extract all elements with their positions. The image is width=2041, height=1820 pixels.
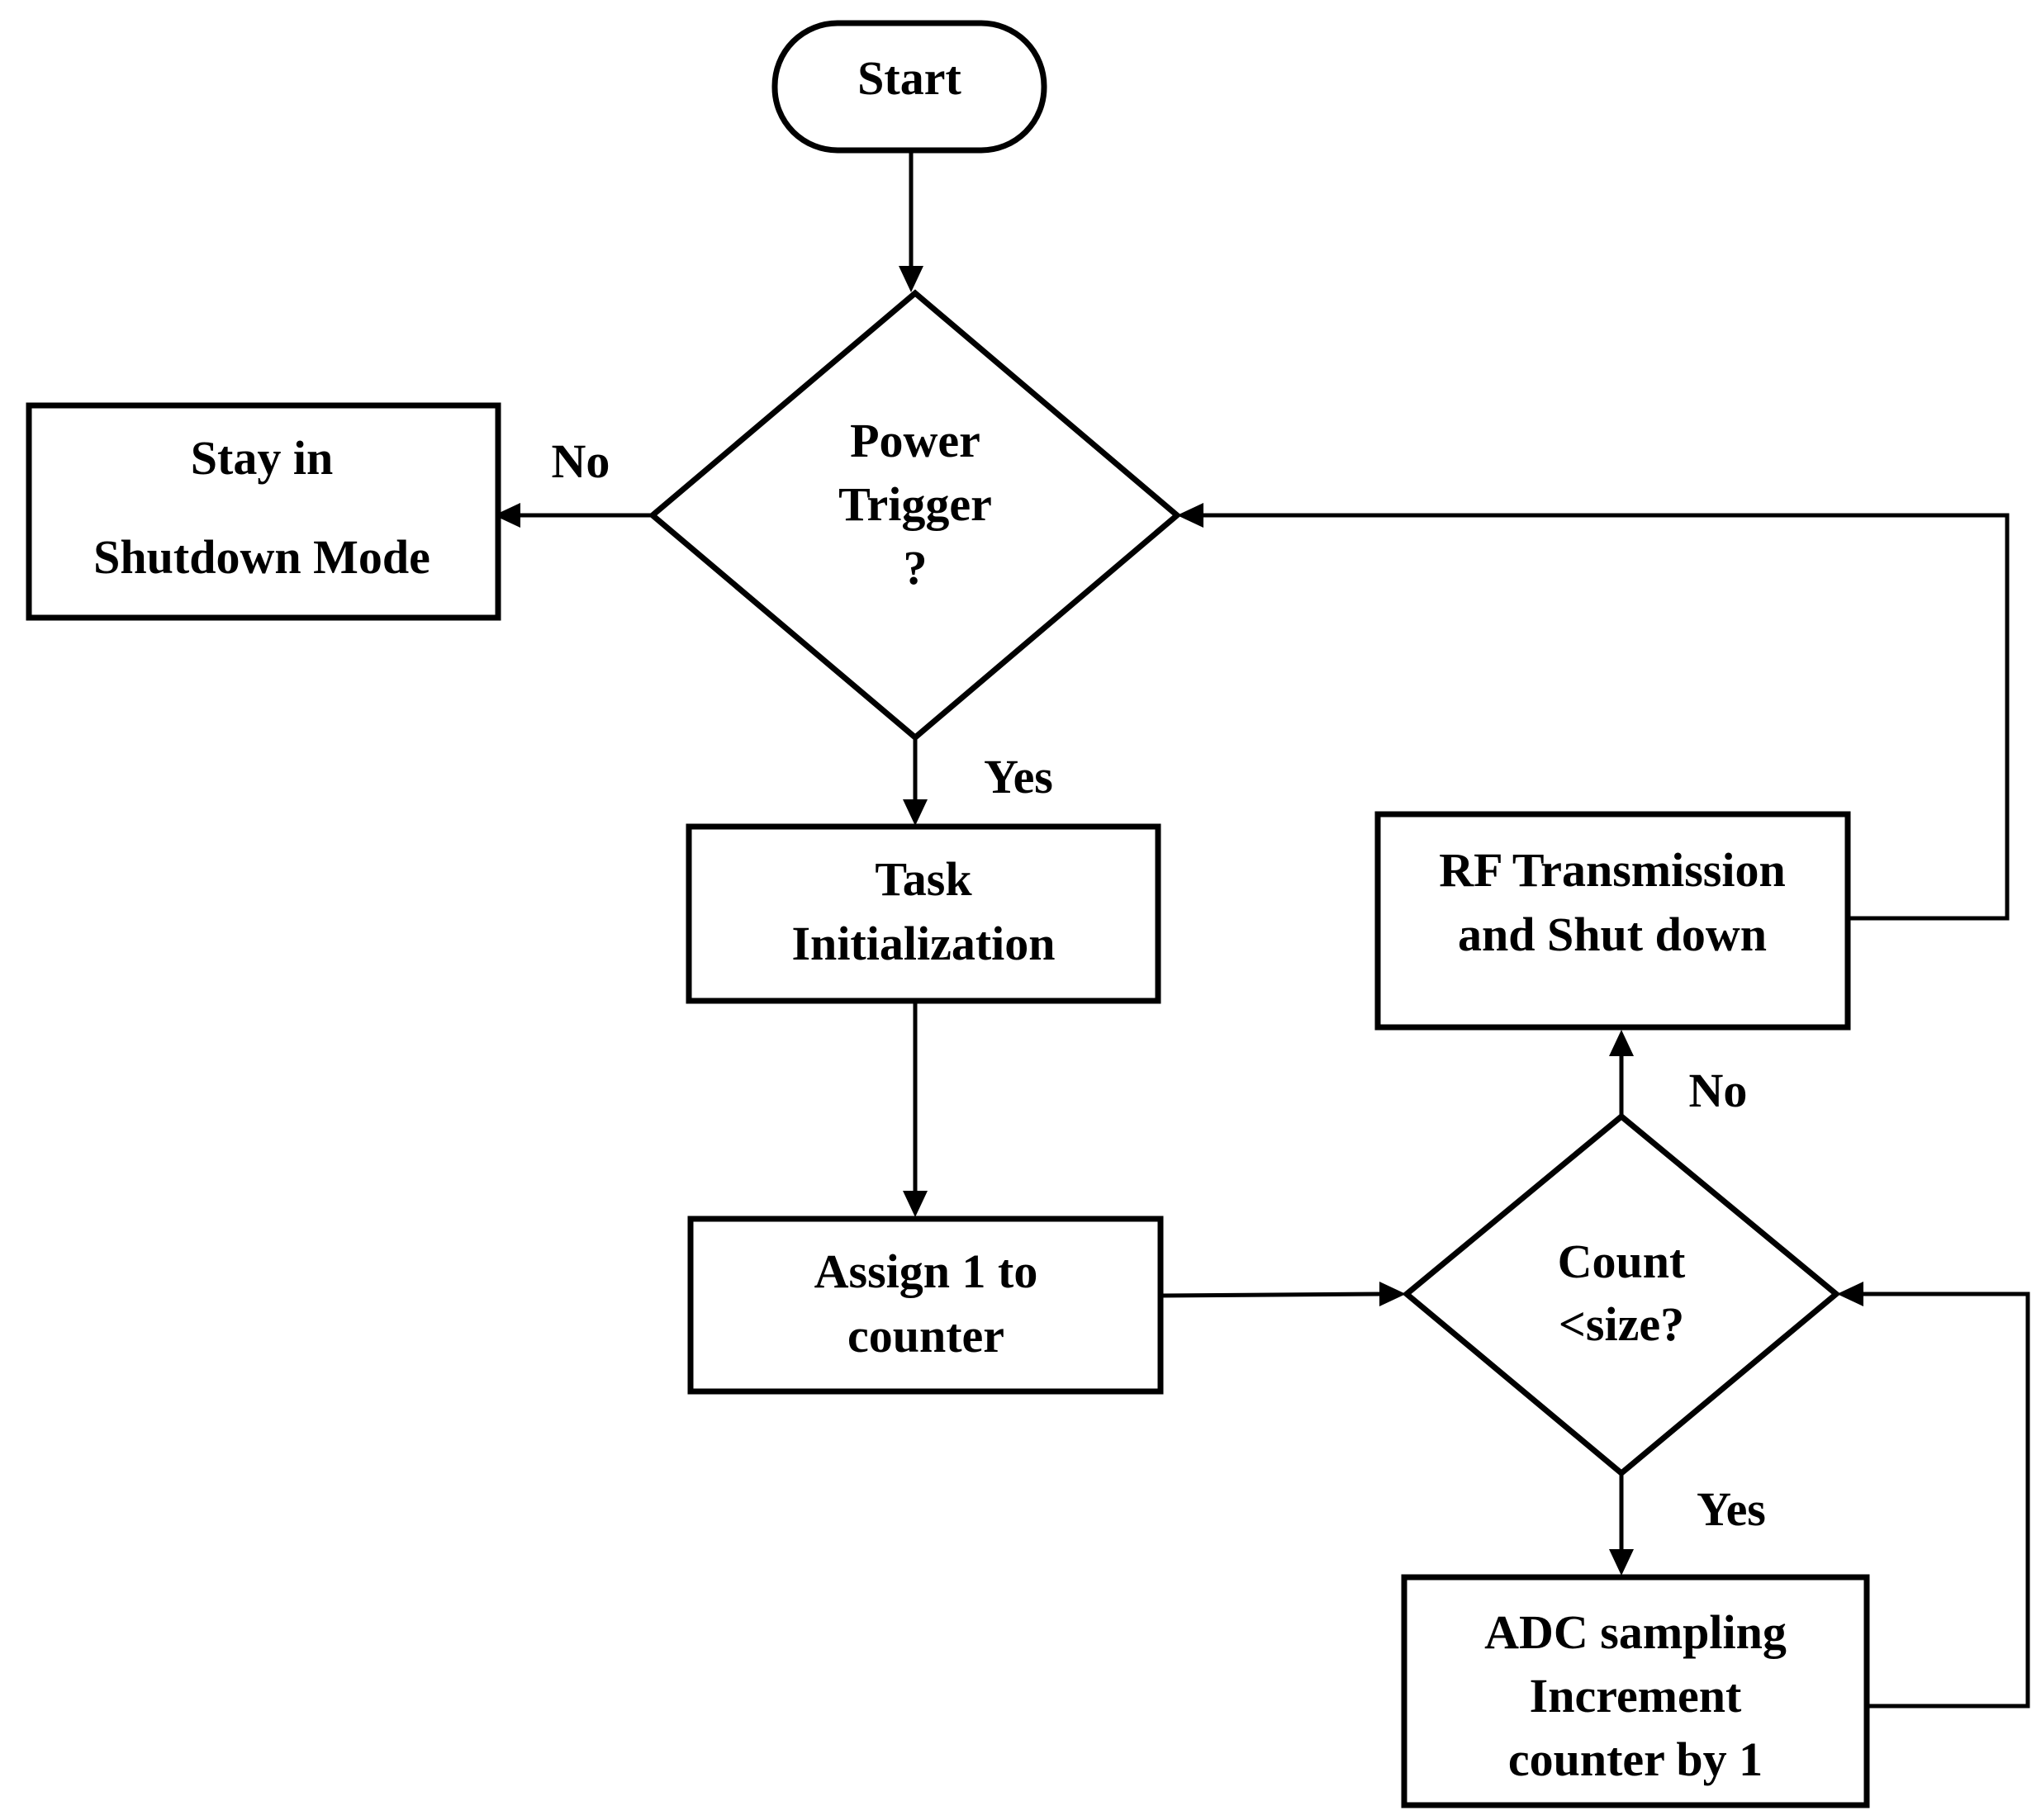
shutdown-process: Stay in Shutdown Mode xyxy=(26,402,501,621)
power-trigger-shape xyxy=(648,289,1182,742)
connectors xyxy=(494,150,2030,1709)
arrowhead-count-right xyxy=(1837,1282,1863,1306)
count-shape xyxy=(1402,1112,1841,1477)
task-init-shape xyxy=(686,823,1161,1004)
rf-line1: RF Transmission xyxy=(1439,843,1786,897)
arrowhead-assign xyxy=(903,1191,928,1217)
adc-process: ADC sampling Increment counter by 1 xyxy=(1401,1574,1870,1808)
rf-shape xyxy=(1374,811,1851,1031)
assign-process: Assign 1 to counter xyxy=(687,1216,1164,1395)
arrowhead-rf xyxy=(1609,1030,1634,1056)
adc-line2: Increment xyxy=(1530,1669,1742,1723)
power-trigger-line3: ? xyxy=(904,541,928,595)
adc-shape xyxy=(1401,1574,1870,1808)
edge-rf-loop-to-power xyxy=(1202,513,2010,921)
arrowhead-count-left xyxy=(1379,1282,1406,1306)
label-count-yes: Yes xyxy=(1697,1482,1766,1536)
adc-line3: counter by 1 xyxy=(1508,1732,1763,1786)
assign-line1: Assign 1 to xyxy=(814,1244,1038,1298)
count-decision: Count <size? xyxy=(1402,1112,1841,1477)
task-init-process: Task Initialization xyxy=(686,823,1161,1004)
start-shape xyxy=(771,20,1047,154)
label-power-no: No xyxy=(552,434,610,488)
assign-shape xyxy=(687,1216,1164,1395)
shutdown-line1: Stay in xyxy=(191,431,333,485)
label-count-no: No xyxy=(1689,1064,1748,1117)
count-line1: Count xyxy=(1558,1235,1686,1288)
count-line2: <size? xyxy=(1559,1297,1684,1351)
shutdown-line2: Shutdown Mode xyxy=(93,530,430,584)
edge-adc-loop-to-count xyxy=(1862,1292,2030,1709)
assign-line2: counter xyxy=(847,1309,1004,1363)
task-init-line1: Task xyxy=(875,852,972,906)
rf-process: RF Transmission and Shut down xyxy=(1374,811,1851,1031)
start-label: Start xyxy=(857,51,961,105)
arrowhead-power-right xyxy=(1177,503,1203,528)
power-trigger-line2: Trigger xyxy=(838,477,992,531)
arrowhead-shutdown xyxy=(494,503,520,528)
power-trigger-decision: Power Trigger ? xyxy=(648,289,1182,742)
label-power-yes: Yes xyxy=(984,750,1053,803)
power-trigger-line1: Power xyxy=(850,414,980,467)
arrowhead-adc xyxy=(1609,1549,1634,1576)
start-terminal: Start xyxy=(771,20,1047,154)
edge-assign-to-count xyxy=(1160,1292,1382,1298)
task-init-line2: Initialization xyxy=(791,917,1055,970)
shutdown-shape xyxy=(26,402,501,621)
adc-line1: ADC sampling xyxy=(1484,1605,1787,1659)
rf-line2: and Shut down xyxy=(1458,908,1767,961)
arrowhead-task xyxy=(903,799,928,826)
arrowhead-power-top xyxy=(899,266,923,292)
